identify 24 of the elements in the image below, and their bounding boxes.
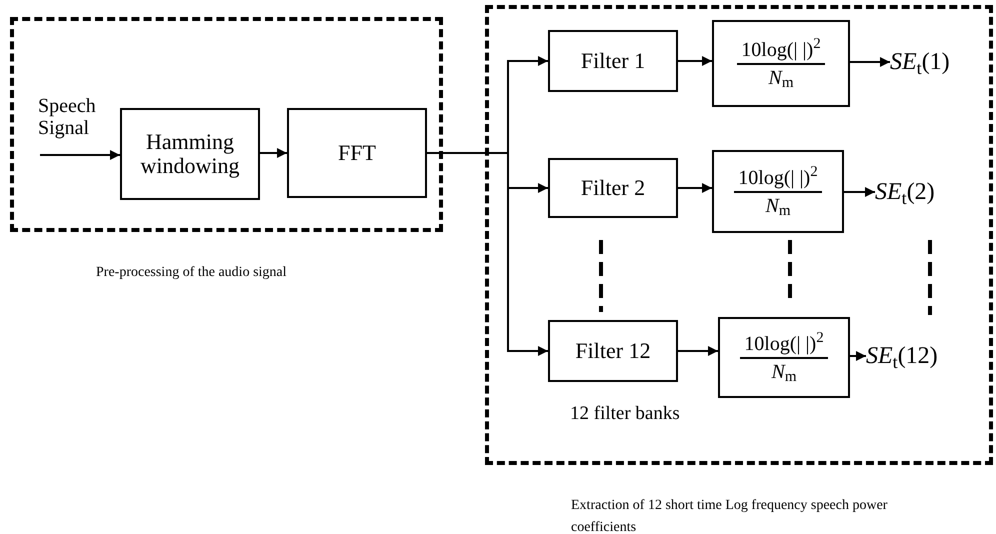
arrow (40, 150, 120, 160)
arrow (427, 152, 548, 356)
process-box: Filter 1 (548, 30, 678, 92)
arrow (678, 56, 712, 66)
edge-label: Speech Signal (38, 95, 97, 139)
output-label: SE$_{t}$(2) (875, 174, 975, 210)
arrow (260, 148, 287, 158)
process-box: FFT (287, 108, 427, 198)
group-label: 12 filter banks (570, 402, 680, 426)
formula-box: 10log(| |)$^{2}$ N$_{m}$ (718, 317, 850, 398)
arrow (850, 57, 890, 67)
output-label: SE$_{t}$(1) (890, 44, 990, 80)
formula-box: 10log(| |)$^{2}$ N$_{m}$ (712, 20, 850, 107)
arrow (850, 351, 866, 361)
process-box: Hamming windowing (120, 108, 260, 200)
arrow (678, 183, 712, 193)
arrow (844, 187, 875, 197)
arrow (678, 346, 718, 356)
group-caption: Pre-processing of the audio signal (96, 264, 288, 282)
process-box: Filter 12 (548, 320, 678, 382)
process-box: Filter 2 (548, 158, 678, 218)
formula-box: 10log(| |)$^{2}$ N$_{m}$ (712, 150, 844, 233)
output-label: SE$_{t}$(12) (866, 338, 976, 374)
group-caption: Extraction of 12 short time Log frequency speech power coefficients (571, 497, 888, 534)
